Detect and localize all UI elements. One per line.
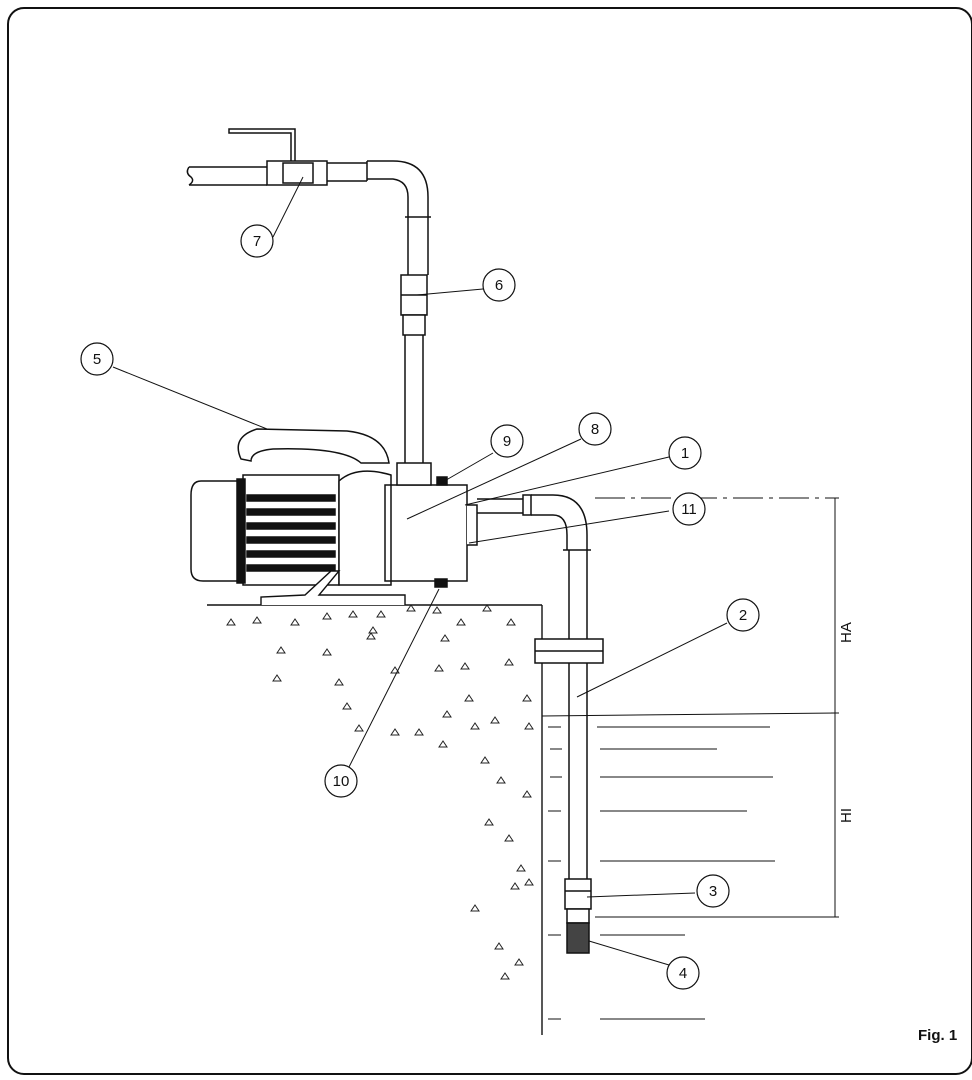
figure-frame: HA HI 7 6 5 9 8 1 11	[5, 5, 972, 1075]
pump-base	[260, 570, 406, 605]
pump-body	[384, 462, 478, 588]
svg-text:4: 4	[679, 965, 687, 982]
svg-text:7: 7	[253, 233, 261, 250]
concrete-hatch	[226, 604, 534, 980]
pump-motor	[190, 470, 392, 586]
callout-6: 6	[482, 268, 516, 302]
svg-text:1: 1	[681, 445, 689, 462]
callout-11: 11	[672, 492, 706, 526]
leader-lines	[112, 176, 728, 966]
callout-1: 1	[668, 436, 702, 470]
svg-text:8: 8	[591, 421, 599, 438]
suction-pipe	[477, 494, 604, 954]
svg-text:11: 11	[681, 501, 697, 518]
svg-text:2: 2	[739, 607, 747, 624]
callout-5: 5	[80, 342, 114, 376]
svg-text:3: 3	[709, 883, 717, 900]
callout-8: 8	[578, 412, 612, 446]
dimension-ha-label: HA	[838, 622, 855, 643]
carrying-handle	[237, 428, 390, 464]
dimension-hi-label: HI	[838, 808, 855, 823]
dimension-lines	[595, 497, 839, 918]
callout-3: 3	[696, 874, 730, 908]
callout-4: 4	[666, 956, 700, 990]
callout-2: 2	[726, 598, 760, 632]
discharge-pipe	[186, 128, 431, 463]
frame-border	[7, 7, 972, 1075]
callout-10: 10	[324, 764, 358, 798]
ground-slab	[207, 604, 543, 1035]
water-surface	[541, 712, 838, 1020]
svg-text:9: 9	[503, 433, 511, 450]
svg-text:6: 6	[495, 277, 503, 294]
svg-text:10: 10	[333, 773, 350, 790]
svg-text:5: 5	[93, 351, 101, 368]
callout-7: 7	[240, 224, 274, 258]
figure-label: Fig. 1	[918, 1027, 958, 1044]
pump-installation-drawing: HA HI 7 6 5 9 8 1 11	[7, 7, 972, 1075]
callout-9: 9	[490, 424, 524, 458]
